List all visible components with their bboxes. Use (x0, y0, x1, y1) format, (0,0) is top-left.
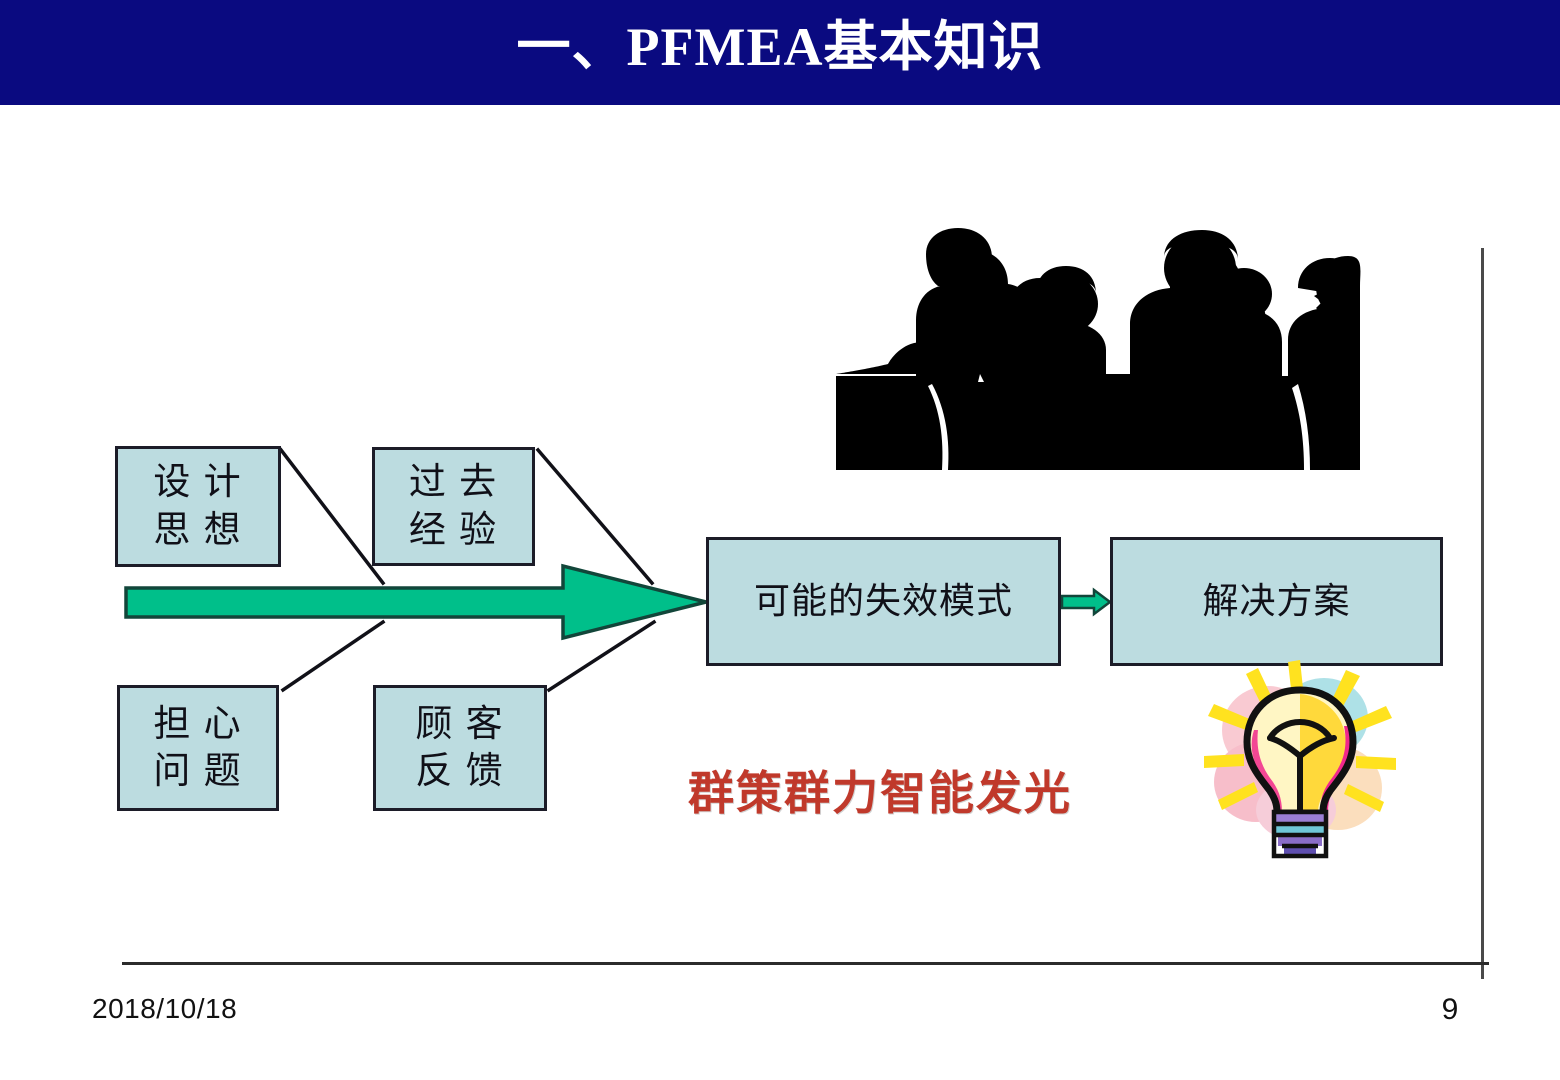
box-line-2: 思 想 (153, 509, 243, 551)
output-box-potential-failure-modes[interactable]: 可能的失效模式 (706, 537, 1061, 666)
box-line-1: 设 计 (153, 462, 243, 504)
footer-vertical-rule (1481, 248, 1484, 979)
box-line-2: 反 馈 (415, 751, 505, 792)
input-box-design-concept[interactable]: 设 计 思 想 (115, 446, 281, 567)
box-line-2: 经 验 (408, 509, 499, 551)
footer-page-number: 9 (1441, 993, 1459, 1026)
title-bar (0, 0, 1560, 98)
highlight-caption: 群策群力智能发光 (688, 768, 1072, 819)
output-box-solution[interactable]: 解决方案 (1110, 537, 1443, 666)
meeting-group-silhouette-icon (828, 224, 1368, 474)
input-box-concerns[interactable]: 担 心 问 题 (117, 685, 279, 811)
page-title: 一、PFMEA基本知识 (516, 17, 1044, 77)
title-bar-underline (0, 98, 1560, 105)
input-box-past-experience[interactable]: 过 去 经 验 (372, 447, 535, 566)
box-line-1: 顾 客 (415, 703, 505, 745)
input-box-customer-feedback[interactable]: 顾 客 反 馈 (373, 685, 547, 811)
footer-horizontal-rule (122, 962, 1489, 965)
idea-lightbulb-icon (1196, 660, 1402, 860)
box-line-1: 担 心 (153, 703, 243, 745)
box-line-2: 问 题 (153, 751, 243, 792)
footer-date: 2018/10/18 (92, 993, 238, 1024)
box-line-1: 过 去 (408, 462, 499, 504)
